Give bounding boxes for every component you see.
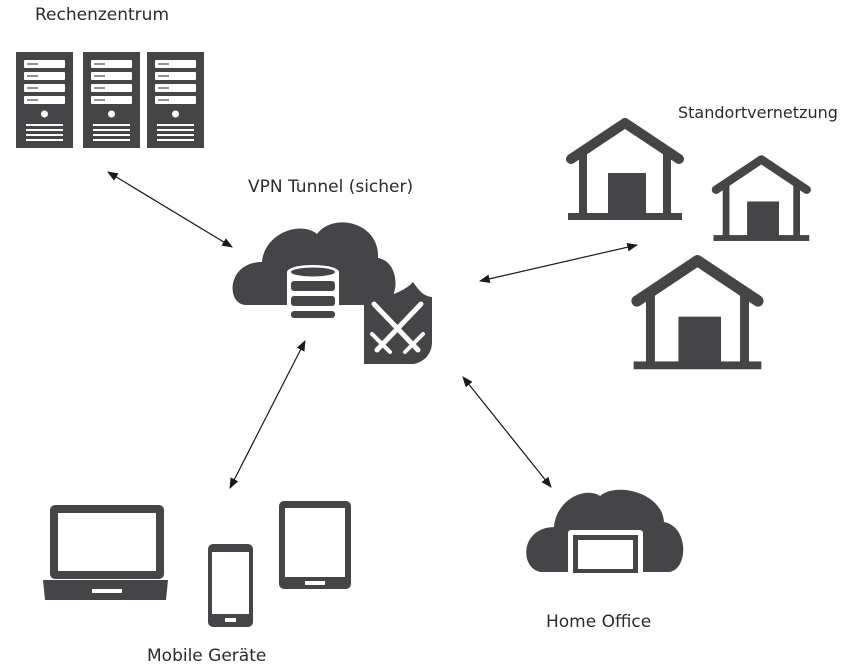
tablet-icon [279, 501, 351, 589]
server-rack-icon [15, 51, 205, 149]
cloud-monitor-icon [526, 489, 684, 580]
smartphone-icon [208, 544, 253, 627]
house-icon [568, 123, 809, 369]
label-datacenter: Rechenzentrum [35, 5, 170, 25]
arrow-vpn-mobile [229, 340, 306, 489]
label-vpn-tunnel: VPN Tunnel (sicher) [248, 177, 414, 197]
arrow-vpn-home [462, 376, 552, 488]
arrow-vpn-sites [478, 242, 639, 284]
label-site-networking: Standortvernetzung [678, 103, 838, 122]
label-home-office: Home Office [546, 612, 652, 632]
cloud-database-icon [232, 222, 396, 325]
laptop-icon [43, 505, 168, 600]
arrow-datacenter-vpn [107, 171, 233, 248]
label-mobile-devices: Mobile Geräte [147, 646, 267, 666]
shield-swords-icon [364, 282, 432, 364]
